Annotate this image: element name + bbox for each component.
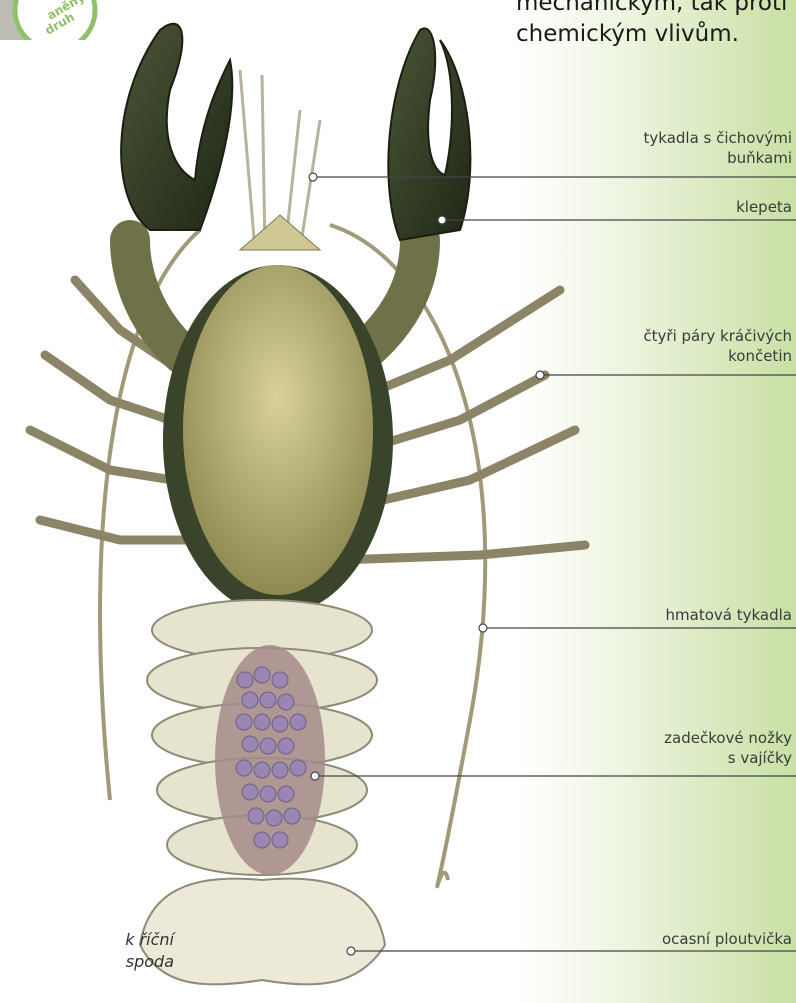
protected-species-badge: aněný druh bbox=[0, 0, 120, 40]
label-swimmerets: zadečkové nožky s vajíčky bbox=[664, 728, 792, 768]
caption-line-1: k říční bbox=[84, 929, 174, 951]
label-line: hmatová tykadla bbox=[666, 605, 792, 625]
label-line: tykadla s čichovými bbox=[644, 128, 792, 148]
intro-line-2: chemickým vlivům. bbox=[516, 19, 796, 50]
label-tail-fan: ocasní ploutvička bbox=[662, 929, 792, 949]
label-line: klepeta bbox=[736, 197, 792, 217]
figure-caption: k říční spoda bbox=[84, 929, 174, 973]
label-claws: klepeta bbox=[736, 197, 792, 217]
intro-paragraph: mechanickým, tak proti chemickým vlivům. bbox=[516, 0, 796, 50]
label-line: s vajíčky bbox=[664, 748, 792, 768]
right-claw bbox=[388, 28, 470, 240]
label-antennules: tykadla s čichovými buňkami bbox=[644, 128, 792, 168]
tail-fan bbox=[140, 879, 385, 985]
label-line: ocasní ploutvička bbox=[662, 929, 792, 949]
label-line: buňkami bbox=[644, 148, 792, 168]
label-line: čtyři páry kráčivých bbox=[643, 326, 792, 346]
left-claw bbox=[121, 24, 232, 230]
intro-line-1: mechanickým, tak proti bbox=[516, 0, 796, 19]
label-walking-legs: čtyři páry kráčivých končetin bbox=[643, 326, 792, 366]
carapace-underside bbox=[183, 265, 373, 595]
label-feelers: hmatová tykadla bbox=[666, 605, 792, 625]
caption-line-2: spoda bbox=[84, 951, 174, 973]
label-line: končetin bbox=[643, 346, 792, 366]
egg-cluster bbox=[215, 645, 325, 875]
label-line: zadečkové nožky bbox=[664, 728, 792, 748]
